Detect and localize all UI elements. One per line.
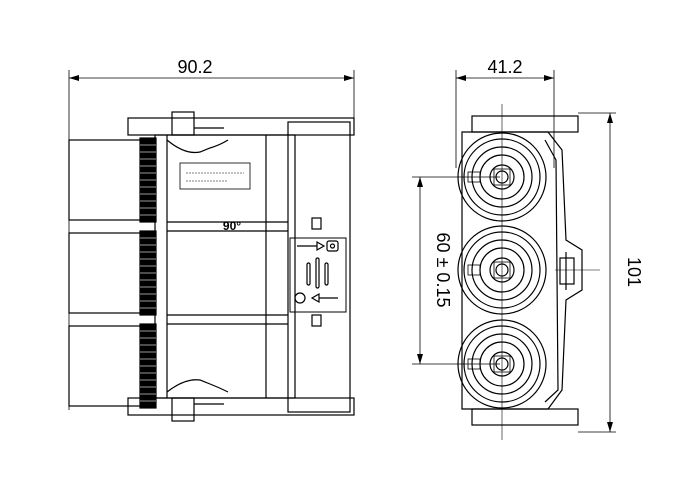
- unlock-icon: [294, 292, 306, 304]
- top-flange: [127, 117, 355, 136]
- front-side-latch: [559, 257, 575, 285]
- label-plate: [179, 162, 251, 190]
- front-contact-3: [457, 319, 547, 409]
- front-contact-1: [457, 132, 547, 222]
- marker-square-top: [311, 217, 322, 230]
- front-view: [412, 70, 616, 440]
- front-width-label: 41.2: [487, 57, 522, 77]
- bottom-latch: [171, 397, 195, 422]
- front-contact-2: [457, 225, 547, 315]
- side-view: [68, 70, 355, 422]
- top-latch: [171, 111, 195, 136]
- front-housing-outline: [461, 131, 583, 410]
- locking-panel: [289, 237, 347, 313]
- angle-label: 90°: [223, 219, 241, 233]
- front-top-flange: [471, 115, 579, 133]
- pitch-label: 60 ± 0.15: [433, 233, 453, 308]
- height-label: 101: [624, 257, 644, 287]
- contact-2: [68, 232, 142, 314]
- front-bottom-flange: [471, 408, 579, 426]
- side-width-arrow-right: [344, 75, 354, 81]
- contact-3: [68, 325, 142, 407]
- housing-body: [154, 134, 296, 399]
- marker-square-bottom: [311, 314, 322, 327]
- release-slot-2: [315, 257, 320, 289]
- release-slot-1: [306, 262, 311, 286]
- lock-icon: [326, 240, 339, 252]
- side-width-arrow-left: [69, 75, 79, 81]
- release-slot-3: [324, 262, 329, 286]
- contact-1: [68, 139, 142, 221]
- rear-block: [287, 121, 351, 413]
- side-width-label: 90.2: [177, 57, 212, 77]
